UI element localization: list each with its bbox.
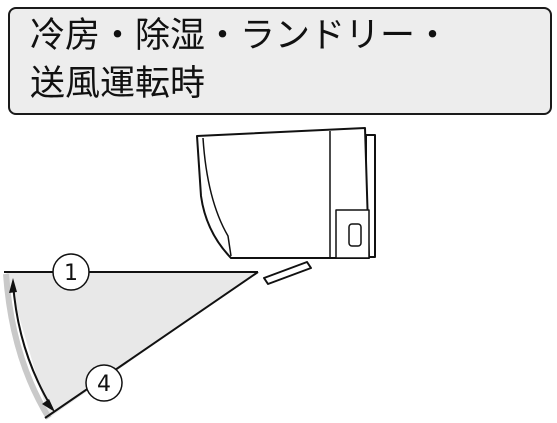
air-conditioner-unit xyxy=(196,127,376,285)
airflow-range-arc-edge xyxy=(3,273,52,420)
position-label-top-text: 1 xyxy=(64,261,78,286)
unit-body xyxy=(196,127,370,259)
position-label-bottom: 4 xyxy=(85,364,123,402)
airflow-range-area xyxy=(6,272,258,418)
front-panel-curve xyxy=(202,137,232,257)
swing-range-arrow xyxy=(12,282,53,409)
mode-title-line-1: 冷房・除湿・ランドリー・ xyxy=(30,16,451,56)
position-label-top: 1 xyxy=(52,253,90,291)
mode-title-line-2: 送風運転時 xyxy=(30,64,206,104)
louver-position-bottom-line xyxy=(44,271,259,419)
swing-range-arrowhead-bottom xyxy=(42,399,55,412)
side-port xyxy=(348,223,362,247)
louver-blade xyxy=(263,261,312,285)
position-label-bottom-text: 4 xyxy=(97,372,111,397)
mode-title-box: 冷房・除湿・ランドリー・ 送風運転時 xyxy=(8,7,552,115)
swing-range-arrowhead-top xyxy=(9,278,17,293)
